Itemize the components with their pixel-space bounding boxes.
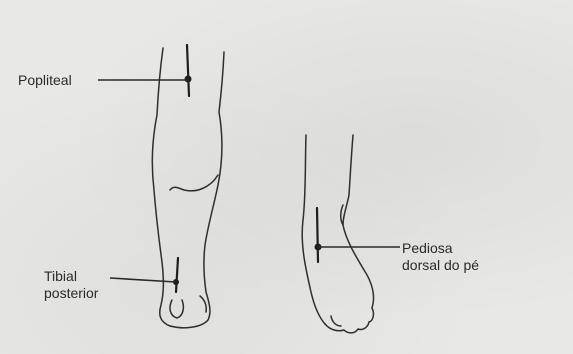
tibial-label-line1: Tibial [44, 268, 98, 285]
dorsalis-pedis-artery [317, 208, 318, 262]
popliteal-label: Popliteal [18, 72, 72, 89]
popliteal-label-text: Popliteal [18, 72, 72, 89]
tibial-posterior-label: Tibial posterior [44, 268, 98, 302]
big-toe-detail [331, 316, 341, 326]
anterior-foot [302, 135, 373, 333]
pediosa-label-line2: dorsal do pé [402, 257, 479, 274]
leg-left-contour [152, 48, 170, 326]
calf-contour [170, 175, 218, 191]
tibial-leader [110, 278, 176, 282]
popliteal-point [185, 76, 192, 83]
heel-contour [170, 300, 183, 318]
pediosa-label-line1: Pediosa [402, 240, 479, 257]
pediosa-label: Pediosa dorsal do pé [402, 240, 479, 274]
tibial-label-line2: posterior [44, 285, 98, 302]
ankle-contour [200, 296, 206, 312]
foot-left-contour [302, 135, 325, 324]
foot-right-contour [343, 135, 374, 308]
tibial-posterior-artery [176, 258, 178, 292]
popliteal-artery [187, 45, 189, 96]
